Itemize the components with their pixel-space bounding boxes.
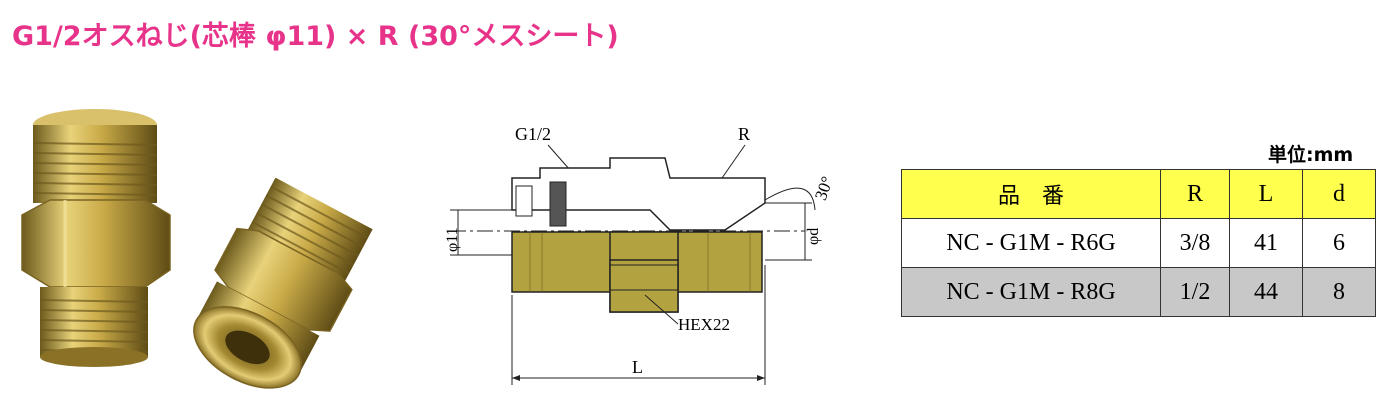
technical-drawing: G1/2 R 30° φ11 φd HEX22 L xyxy=(444,124,837,385)
cell-d: 8 xyxy=(1302,267,1376,317)
header-l: L xyxy=(1229,169,1303,219)
unit-label: 単位:mm xyxy=(1268,144,1354,166)
page-title: G1/2オスねじ(芯棒 φ11) × R (30°メスシート) xyxy=(12,21,619,52)
table-row: NC - G1M - R8G 1/2 44 8 xyxy=(901,267,1376,317)
cell-r: 3/8 xyxy=(1160,218,1230,268)
seal-ring xyxy=(549,181,567,227)
cell-l: 44 xyxy=(1229,267,1303,317)
spec-table: 品 番 R L d NC - G1M - R6G 3/8 41 6 NC - G… xyxy=(901,169,1376,317)
drawing-l-label: L xyxy=(632,357,643,377)
cell-l: 41 xyxy=(1229,218,1303,268)
header-r: R xyxy=(1160,169,1230,219)
table-row: NC - G1M - R6G 3/8 41 6 xyxy=(901,218,1376,268)
header-d: d xyxy=(1302,169,1376,219)
product-photo xyxy=(21,109,373,389)
drawing-hex-label: HEX22 xyxy=(678,315,730,334)
cell-part-number: NC - G1M - R8G xyxy=(901,267,1161,317)
drawing-d11-label: φ11 xyxy=(444,227,461,252)
drawing-r-label: R xyxy=(738,124,750,144)
drawing-g-label: G1/2 xyxy=(515,124,551,144)
header-part-number: 品 番 xyxy=(901,169,1161,219)
fitting-right xyxy=(193,177,373,389)
table-header-row: 品 番 R L d xyxy=(901,169,1376,219)
cell-r: 1/2 xyxy=(1160,267,1230,317)
fitting-left xyxy=(21,109,171,367)
drawing-d-label: φd xyxy=(805,228,822,245)
drawing-angle-label: 30° xyxy=(811,174,837,203)
cell-d: 6 xyxy=(1302,218,1376,268)
cell-part-number: NC - G1M - R6G xyxy=(901,218,1161,268)
